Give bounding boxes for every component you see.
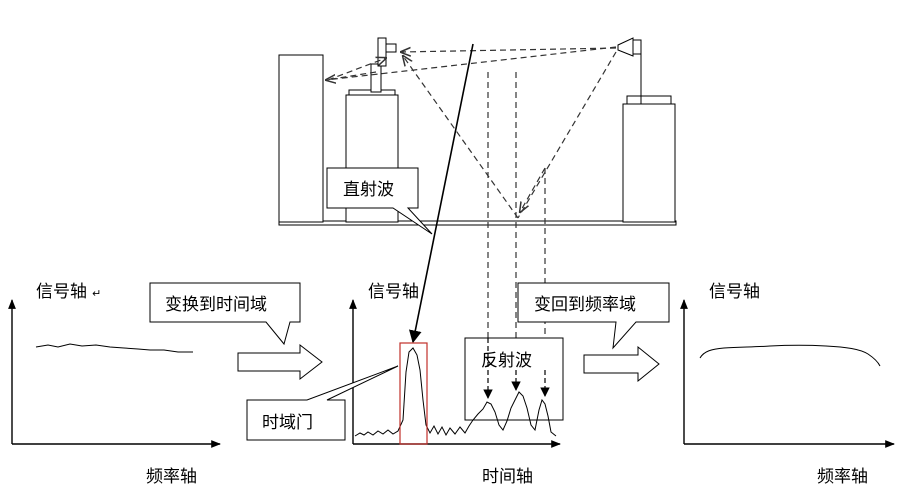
chamber-floor	[278, 220, 677, 226]
left-x-axis-label: 频率轴	[146, 467, 197, 487]
right-x-axis-label: 频率轴	[817, 467, 868, 487]
antenna-left-element	[385, 43, 397, 53]
middle-x-axis-label: 时间轴	[482, 467, 533, 487]
antenna-right-mount	[632, 39, 642, 55]
callout-to-time-domain-text: 变换到时间域	[165, 295, 267, 315]
callout-reflected-wave-text: 反射波	[481, 351, 532, 371]
mast-right-top	[626, 95, 672, 104]
left-panel: 信号轴 ↵ 频率轴	[8, 282, 221, 487]
antenna-mast-right	[622, 103, 676, 223]
middle-panel: 信号轴 时间轴	[349, 282, 561, 487]
antenna-left-head	[377, 37, 387, 67]
callout-back-to-frequency-text: 变回到频率域	[534, 295, 636, 315]
callout-time-gate-text: 时域门	[262, 413, 313, 433]
callout-direct-wave: 直射波	[326, 167, 433, 235]
antenna-right-horn	[617, 37, 634, 57]
left-absorber-wall	[278, 54, 324, 223]
reflected-wave-arrows	[483, 338, 550, 399]
callout-direct-wave-text: 直射波	[343, 180, 394, 200]
left-y-axis-suffix: ↵	[92, 287, 101, 300]
direct-wave-line	[408, 43, 474, 344]
callout-to-time-domain: 变换到时间域	[149, 282, 301, 346]
callout-back-to-frequency: 变回到频率域	[517, 282, 670, 350]
right-y-axis-label: 信号轴	[709, 282, 760, 302]
left-signal-curve	[35, 343, 193, 353]
transform-arrow-right	[237, 343, 323, 381]
middle-y-axis-label: 信号轴	[368, 282, 419, 302]
left-y-axis-label: 信号轴	[36, 282, 87, 302]
time-gate-box	[399, 342, 428, 445]
right-panel: 信号轴 频率轴	[680, 282, 895, 487]
antenna-left-pole	[370, 63, 382, 93]
callout-reflected-wave: 反射波	[464, 337, 564, 421]
callout-time-gate: 时域门	[246, 365, 399, 441]
transform-back-arrow-right	[583, 345, 660, 383]
time-domain-signal	[354, 347, 557, 437]
right-signal-curve	[699, 344, 881, 367]
